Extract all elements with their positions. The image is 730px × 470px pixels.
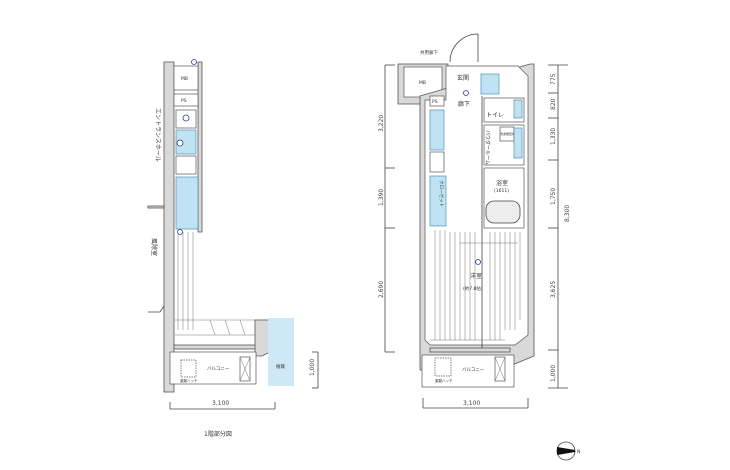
entrance-door[interactable] bbox=[449, 33, 479, 63]
left-dimension-2: 1,390 bbox=[378, 189, 385, 206]
ground-depth-dimension: 1,000 bbox=[309, 359, 316, 376]
toilet-label: トイレ bbox=[486, 112, 504, 119]
window-sash bbox=[429, 347, 511, 353]
upper-hatch-label: 避難ハッチ bbox=[435, 378, 453, 383]
kitchen-sink bbox=[429, 109, 445, 151]
right-dimension-line bbox=[548, 64, 568, 389]
flooring-lines bbox=[177, 232, 194, 330]
right-dimension-2: 820 bbox=[550, 98, 557, 110]
left-dimension-line bbox=[384, 64, 395, 353]
upper-width-dimension-line bbox=[422, 398, 529, 409]
bath-area bbox=[175, 176, 199, 230]
upper-hatch bbox=[434, 357, 452, 377]
entrance-door-mark bbox=[147, 205, 165, 209]
toilet-fixture bbox=[513, 99, 523, 119]
hall-label: 廊下 bbox=[458, 100, 470, 108]
right-dimension-3: 1,330 bbox=[550, 128, 557, 145]
compass-label: N bbox=[577, 449, 580, 455]
right-dimension-5: 3,625 bbox=[550, 281, 557, 298]
ground-depth-dimension-line bbox=[312, 351, 319, 389]
closet-label: クローゼット bbox=[438, 180, 445, 207]
ground-hatch bbox=[180, 359, 197, 378]
entrance-label: 玄関 bbox=[457, 74, 469, 82]
light-icon bbox=[475, 259, 481, 265]
stairs-area bbox=[175, 155, 197, 175]
ground-floor-plan: MB PS バルコニー 避難ハッチ 植栽 エントランスホ bbox=[147, 59, 319, 438]
ground-mb-label: MB bbox=[181, 76, 188, 82]
mb-room bbox=[173, 65, 199, 91]
right-dimension-6: 1,000 bbox=[550, 365, 557, 382]
ground-width-dimension-line bbox=[169, 402, 276, 410]
left-dimension-1: 3,220 bbox=[378, 115, 385, 132]
bath-size-label: (1611) bbox=[494, 188, 509, 194]
upper-balcony-label: バルコニー bbox=[462, 367, 485, 373]
fixture-icon bbox=[182, 114, 190, 122]
light-icon bbox=[463, 90, 469, 96]
inner-wall bbox=[197, 61, 203, 233]
balcony-rail bbox=[173, 344, 257, 350]
ground-ps-label: PS bbox=[181, 98, 187, 104]
north-arrow-icon: N bbox=[556, 441, 580, 461]
entrance-hall-label: エントランスホール bbox=[154, 108, 161, 162]
bath-label: 浴室 bbox=[496, 179, 508, 187]
windbreak-room-label: 風除室 bbox=[150, 238, 158, 256]
ps-room bbox=[173, 93, 199, 107]
upper-ps-label: PS bbox=[432, 99, 438, 105]
unit-floor-plan: 共用廊下 MB 玄関 PS 廊下 トイレ パウダールーム 洗濯機置場 浴室 (1… bbox=[378, 33, 571, 409]
left-dimension-3: 2,690 bbox=[378, 281, 385, 298]
shoe-cabinet bbox=[480, 73, 500, 95]
planting-label: 植栽 bbox=[276, 363, 285, 370]
kitchen-stove bbox=[429, 151, 445, 173]
ground-balcony-label: バルコニー bbox=[207, 366, 230, 372]
washroom-area bbox=[175, 129, 197, 155]
left-wall bbox=[163, 61, 175, 393]
right-dimension-4: 1,750 bbox=[550, 188, 557, 205]
planting-area bbox=[268, 318, 294, 386]
ground-hatch-label: 避難ハッチ bbox=[180, 378, 198, 383]
upper-mb-label: MB bbox=[419, 80, 426, 86]
upper-width-dimension: 3,100 bbox=[463, 400, 480, 407]
wall-corner bbox=[148, 305, 165, 313]
western-room-label: 洋室 bbox=[470, 272, 482, 280]
shared-corridor-label: 共用廊下 bbox=[420, 49, 438, 56]
ground-width-dimension: 3,100 bbox=[212, 400, 229, 407]
western-room-size-label: (約7.8帖) bbox=[463, 285, 483, 292]
ground-plan-caption: 1階部分図 bbox=[204, 430, 232, 438]
flooring-lines bbox=[430, 230, 521, 341]
fixture-icon bbox=[177, 229, 183, 235]
laundry-label: 洗濯機置場 bbox=[500, 131, 515, 136]
total-dimension: 8,300 bbox=[564, 205, 571, 222]
vanity bbox=[513, 127, 523, 159]
closet bbox=[429, 175, 447, 227]
right-dimension-1: 775 bbox=[550, 73, 557, 85]
fixture-icon bbox=[176, 139, 184, 147]
fixture-icon bbox=[191, 59, 197, 65]
upper-ps-room bbox=[429, 95, 445, 107]
powder-room-label: パウダールーム bbox=[484, 130, 491, 165]
bathtub bbox=[485, 200, 521, 224]
